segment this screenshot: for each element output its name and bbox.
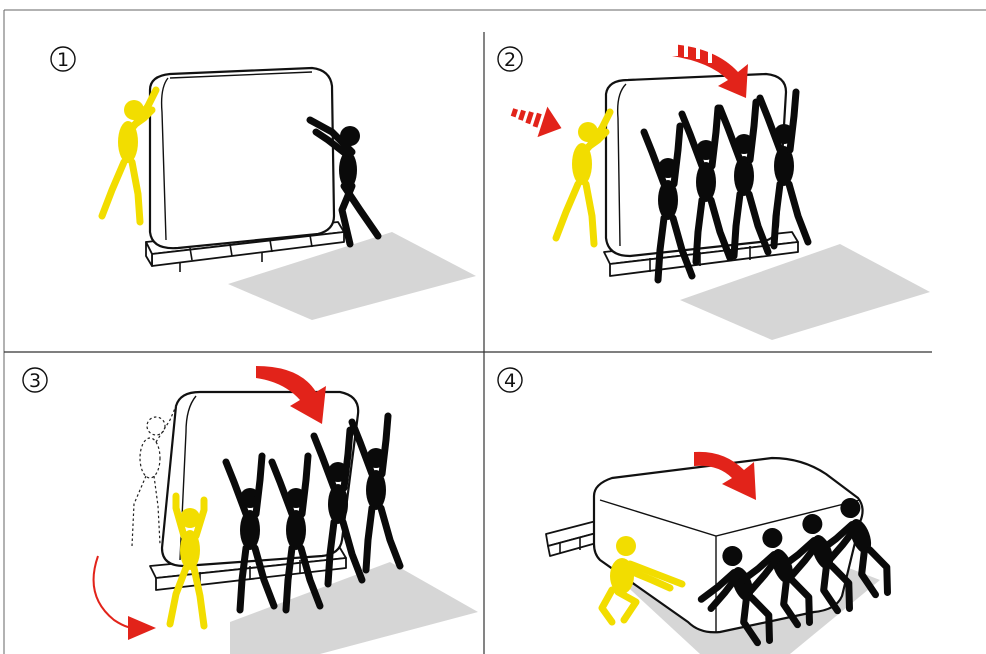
step-number-badge: 1 — [51, 47, 75, 71]
step-2-panel: 2 — [498, 44, 930, 340]
step-number-label: 1 — [57, 49, 69, 71]
step-4-panel: 4 — [498, 368, 895, 654]
step-1-panel: 1 — [51, 47, 476, 320]
pallet — [546, 520, 600, 556]
step-number-label: 4 — [504, 370, 516, 392]
step-number-badge: 4 — [498, 368, 522, 392]
step-number-badge: 3 — [23, 368, 47, 392]
red-push-arrow — [507, 97, 566, 144]
step-number-badge: 2 — [498, 47, 522, 71]
step-number-label: 3 — [29, 370, 41, 392]
cabinet-box — [150, 68, 334, 248]
black-person — [352, 416, 400, 570]
red-curved-arrow — [94, 556, 156, 640]
yellow-person — [556, 112, 610, 244]
yellow-person — [102, 90, 156, 222]
step-number-label: 2 — [504, 49, 516, 71]
step-3-panel: 3 — [23, 366, 478, 654]
